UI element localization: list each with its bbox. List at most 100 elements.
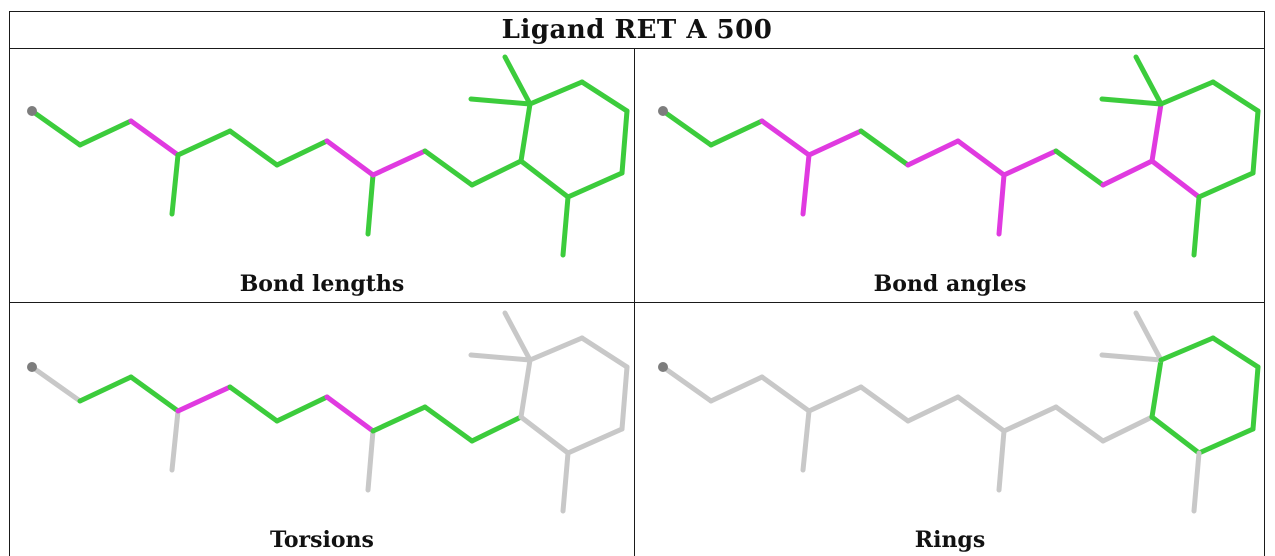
- bond: [565, 426, 625, 456]
- bond: [800, 408, 812, 473]
- bond: [365, 172, 376, 237]
- bond: [274, 138, 330, 168]
- bond: [800, 152, 812, 217]
- bond: [29, 364, 83, 404]
- bond: [619, 364, 630, 432]
- bond: [324, 394, 376, 434]
- bond: [175, 384, 233, 414]
- figure-title: Ligand RET A 500: [501, 15, 773, 45]
- bond: [29, 108, 83, 148]
- bond: [169, 152, 181, 217]
- bond: [527, 79, 585, 107]
- bond: [370, 148, 428, 178]
- bond: [1100, 414, 1155, 444]
- bond: [1149, 101, 1164, 164]
- bond: [274, 394, 330, 424]
- bond: [955, 394, 1007, 434]
- bond: [955, 138, 1007, 178]
- bond: [527, 335, 585, 363]
- bond: [77, 374, 134, 404]
- panel-bond-angles: Bond angles: [635, 49, 1265, 302]
- bond: [1001, 148, 1059, 178]
- panel-bond-lengths: Bond lengths: [10, 49, 634, 302]
- bond: [759, 118, 812, 158]
- bond: [1210, 335, 1261, 370]
- bond: [1099, 96, 1164, 107]
- column-divider: [634, 48, 635, 556]
- bond: [905, 394, 961, 424]
- caption-bond-lengths: Bond lengths: [239, 271, 405, 297]
- bond: [1149, 414, 1202, 456]
- bond: [858, 128, 911, 168]
- bond: [660, 108, 714, 148]
- table-frame: [9, 11, 1265, 556]
- bond: [469, 414, 524, 444]
- title-divider: [9, 48, 1265, 49]
- bond: [468, 96, 533, 107]
- molecule-torsions: [27, 310, 630, 514]
- row-divider: [9, 302, 1265, 303]
- bond: [502, 54, 533, 107]
- bond: [422, 404, 475, 444]
- atom-sphere: [658, 106, 668, 116]
- bond: [1100, 158, 1155, 188]
- panel-torsions: Torsions: [10, 303, 634, 556]
- bond: [469, 158, 524, 188]
- bond: [1158, 335, 1216, 363]
- bond: [996, 428, 1007, 493]
- bond: [128, 374, 181, 414]
- bond: [1133, 310, 1164, 363]
- panel-rings: Rings: [635, 303, 1265, 556]
- bond: [579, 335, 630, 370]
- bond: [518, 101, 533, 164]
- bond: [1053, 148, 1106, 188]
- caption-rings: Rings: [914, 527, 986, 553]
- bond: [565, 170, 625, 200]
- bond: [365, 428, 376, 493]
- bond: [619, 108, 630, 176]
- bond: [227, 384, 280, 424]
- bond: [370, 404, 428, 434]
- bond: [560, 194, 571, 258]
- bond: [518, 357, 533, 420]
- bond: [996, 172, 1007, 237]
- bond: [905, 138, 961, 168]
- bond: [759, 374, 812, 414]
- caption-torsions: Torsions: [270, 527, 374, 553]
- bond: [518, 414, 571, 456]
- bond: [1250, 108, 1261, 176]
- bond: [77, 118, 134, 148]
- bond: [708, 374, 765, 404]
- molecule-bond-angles: [658, 54, 1261, 258]
- atom-sphere: [658, 362, 668, 372]
- molecule-rings: [658, 310, 1261, 514]
- bond: [1191, 194, 1202, 258]
- bond: [708, 118, 765, 148]
- bond: [1001, 404, 1059, 434]
- bond: [227, 128, 280, 168]
- bond: [1158, 79, 1216, 107]
- bond: [468, 352, 533, 363]
- bond: [1053, 404, 1106, 444]
- molecule-bond-lengths: [27, 54, 630, 258]
- bond: [169, 408, 181, 473]
- bond: [1250, 364, 1261, 432]
- bond: [1196, 426, 1256, 456]
- bond: [1133, 54, 1164, 107]
- bond: [806, 128, 864, 158]
- bond: [502, 310, 533, 363]
- bond: [1099, 352, 1164, 363]
- bond: [1196, 170, 1256, 200]
- bond: [324, 138, 376, 178]
- bond: [858, 384, 911, 424]
- bond: [518, 158, 571, 200]
- bond: [1210, 79, 1261, 114]
- bond: [175, 128, 233, 158]
- bond: [1191, 450, 1202, 514]
- caption-bond-angles: Bond angles: [873, 271, 1027, 297]
- atom-sphere: [27, 106, 37, 116]
- atom-sphere: [27, 362, 37, 372]
- bond: [1149, 158, 1202, 200]
- bond: [579, 79, 630, 114]
